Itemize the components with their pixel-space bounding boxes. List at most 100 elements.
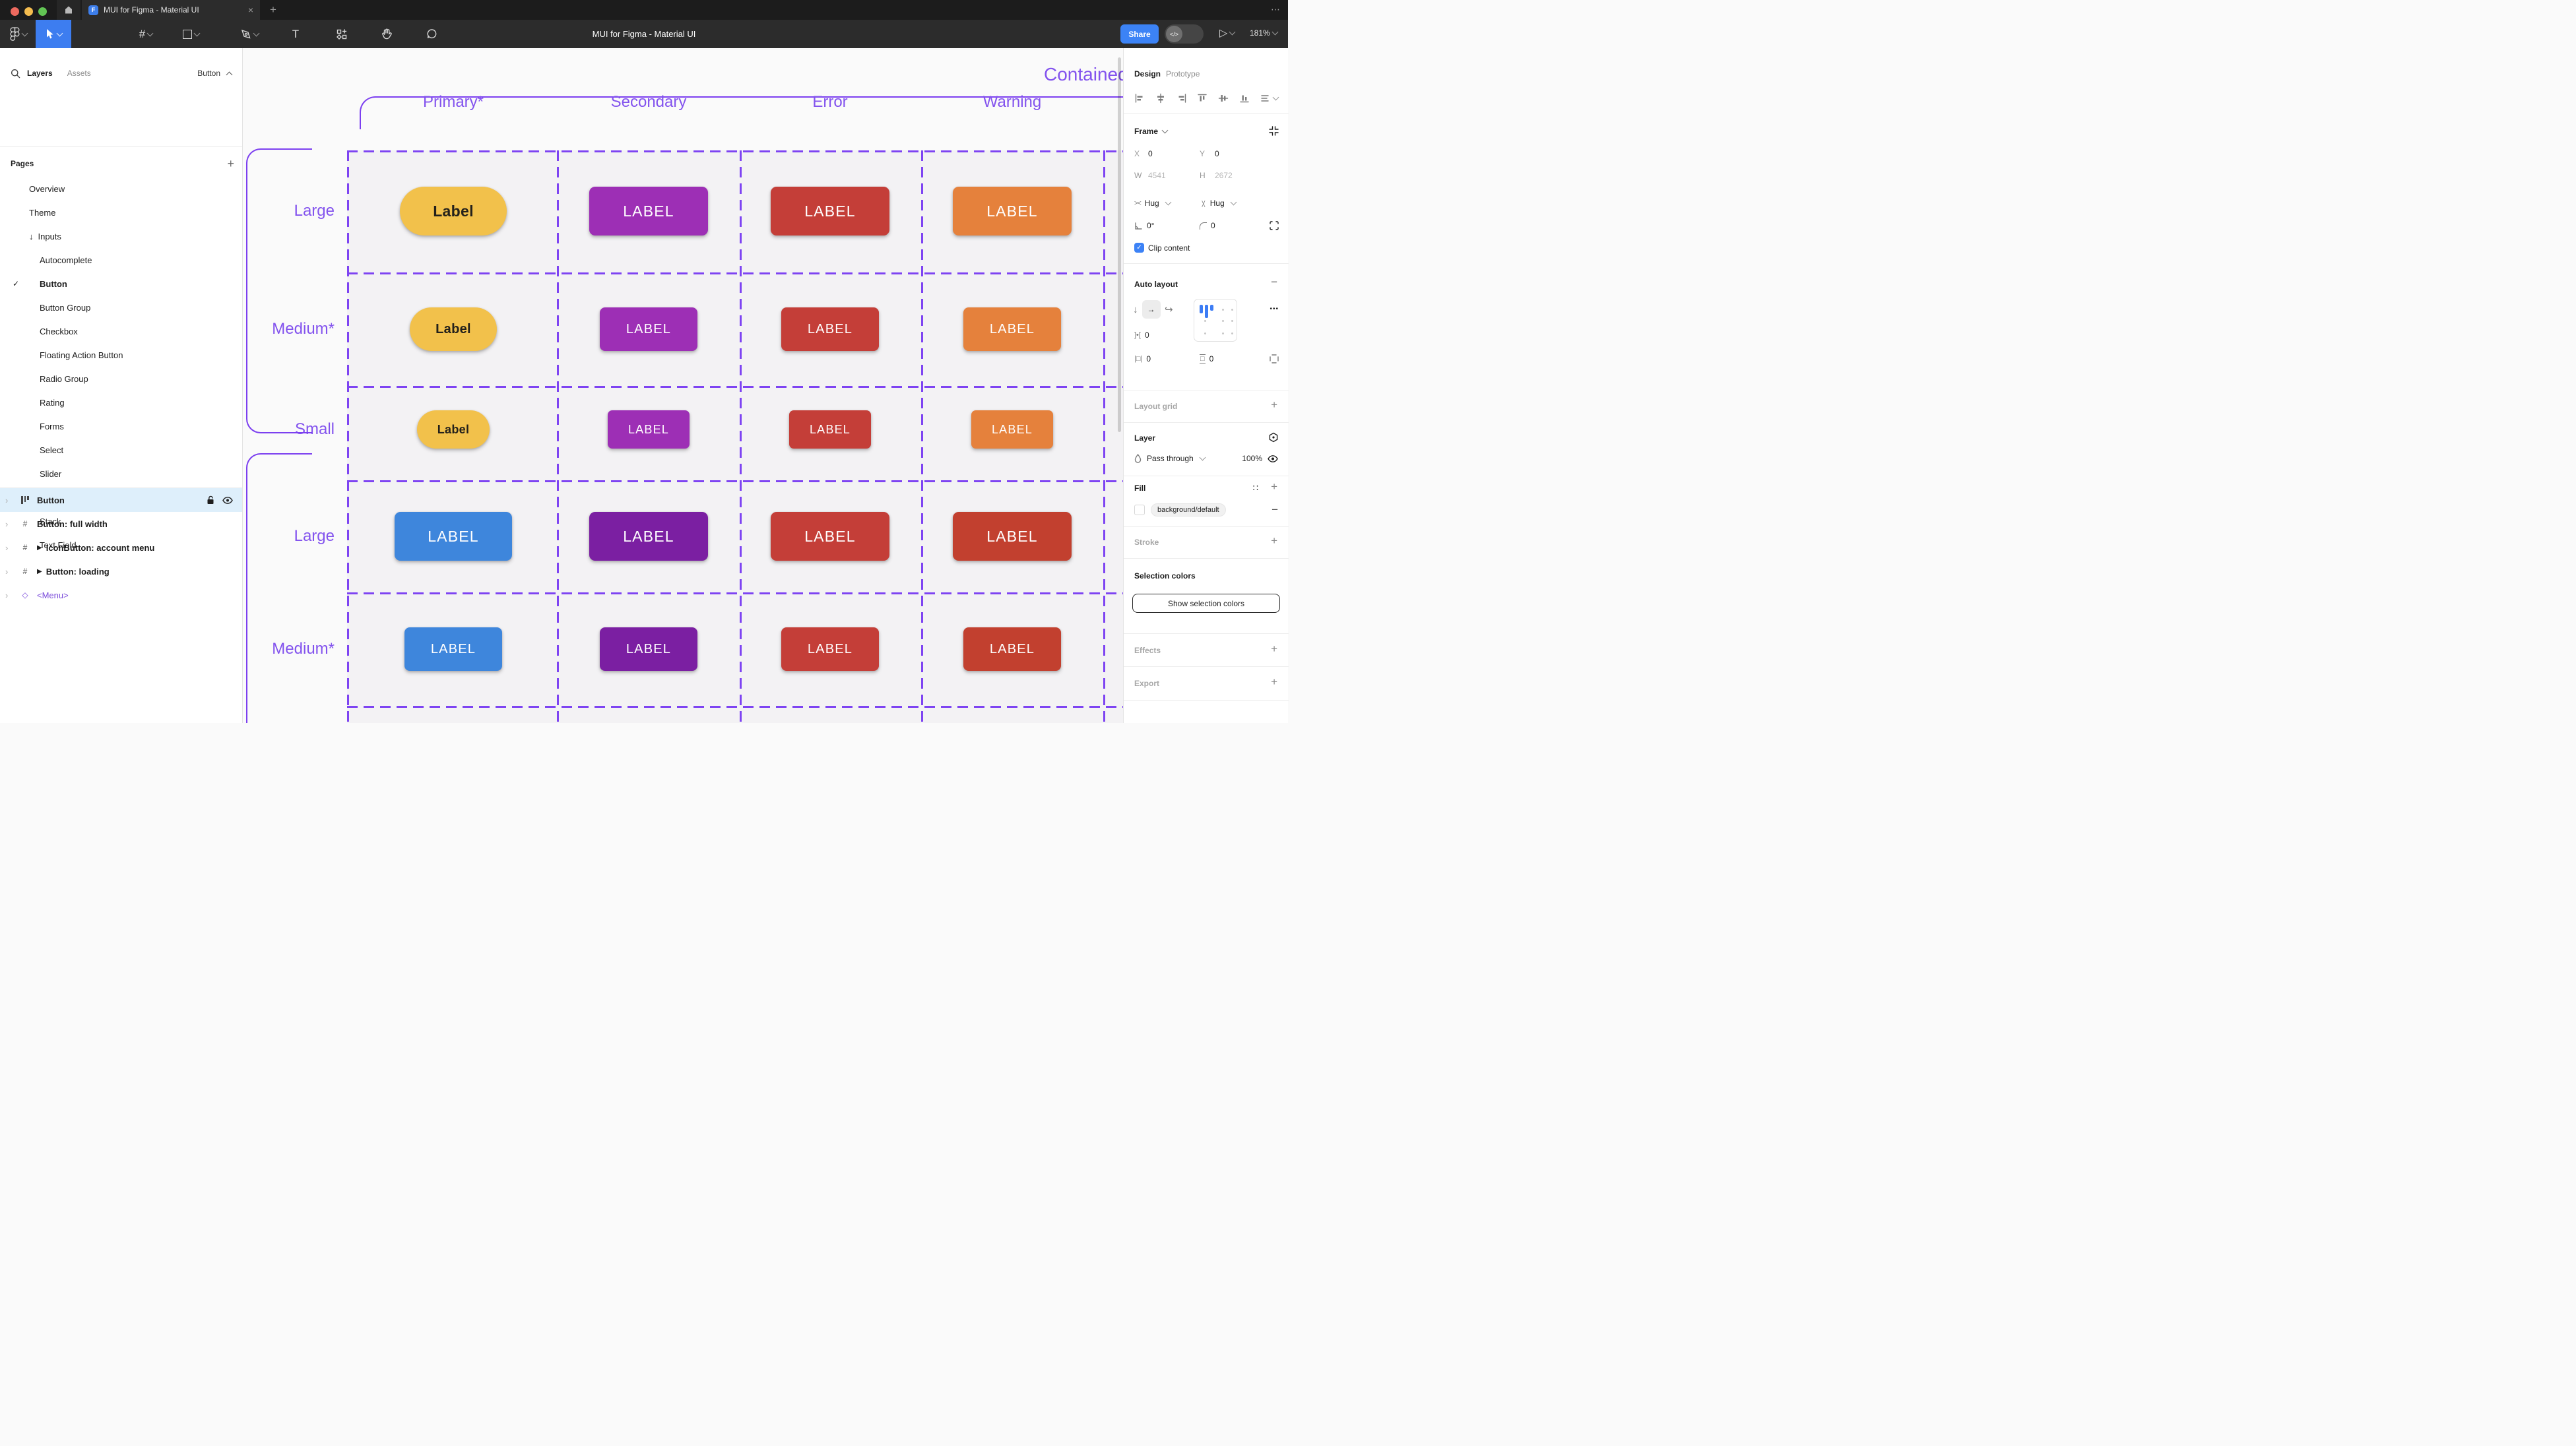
button-sample-small-primary[interactable]: Label <box>417 410 490 449</box>
checkbox-checked-icon[interactable]: ✓ <box>1134 243 1144 253</box>
align-right-icon[interactable] <box>1176 93 1187 104</box>
button-sample-medium-primary[interactable]: Label <box>410 307 497 351</box>
button-sample-small-secondary[interactable]: LABEL <box>608 410 690 449</box>
shape-tool-button[interactable] <box>177 20 205 48</box>
button-sample-medium-error[interactable]: LABEL <box>781 307 879 351</box>
tab-prototype[interactable]: Prototype <box>1166 69 1200 79</box>
blend-mode-icon[interactable] <box>1268 432 1279 443</box>
page-collapse-control[interactable]: Button <box>197 69 233 78</box>
button-sample-large-error[interactable]: LABEL <box>771 187 889 236</box>
page-item-rating[interactable]: Rating <box>40 397 65 408</box>
clip-content-control[interactable]: ✓ Clip content <box>1134 243 1190 253</box>
h-value[interactable]: 2672 <box>1215 171 1233 180</box>
button-sample-large-secondary[interactable]: LABEL <box>589 187 708 236</box>
frame-section-header[interactable]: Frame <box>1134 127 1169 136</box>
tab-layers[interactable]: Layers <box>27 69 53 78</box>
vertical-layout-icon[interactable]: ↓ <box>1133 303 1138 315</box>
zoom-window-button[interactable] <box>38 7 47 16</box>
search-icon[interactable] <box>11 69 20 79</box>
visibility-eye-icon[interactable] <box>222 496 233 504</box>
resources-tool-button[interactable] <box>330 20 354 48</box>
close-tab-icon[interactable]: × <box>247 5 253 15</box>
button-sample-large-primary[interactable]: Label <box>400 187 507 236</box>
horizontal-sizing-control[interactable]: >< Hug <box>1134 199 1172 208</box>
vertical-sizing-control[interactable]: >< Hug <box>1199 199 1237 208</box>
collapse-corners-icon[interactable] <box>1269 126 1279 136</box>
page-item-theme[interactable]: Theme <box>29 207 56 218</box>
page-item-radio-group[interactable]: Radio Group <box>40 373 88 384</box>
align-horizontal-center-icon[interactable] <box>1155 93 1166 104</box>
button-sample2-medium-error[interactable]: LABEL <box>781 627 879 671</box>
corner-radius-control[interactable]: 0 <box>1200 221 1215 230</box>
horizontal-layout-icon-selected[interactable]: → <box>1142 300 1161 319</box>
individual-padding-icon[interactable] <box>1270 354 1279 363</box>
fill-styles-icon[interactable]: ∷ <box>1252 483 1259 493</box>
align-bottom-icon[interactable] <box>1239 93 1250 104</box>
page-item-text-field[interactable]: Text Field <box>40 540 77 550</box>
button-sample2-large-primary[interactable]: LABEL <box>395 512 512 561</box>
align-top-icon[interactable] <box>1197 93 1208 104</box>
window-overflow-menu[interactable]: ⋯ <box>1271 4 1280 15</box>
button-sample-medium-warning[interactable]: LABEL <box>963 307 1061 351</box>
tab-assets[interactable]: Assets <box>67 69 91 78</box>
chevron-right-icon[interactable]: › <box>5 519 9 529</box>
layer-row-button-loading[interactable]: › # ▶ Button: loading <box>0 559 242 583</box>
remove-auto-layout-button[interactable]: − <box>1271 276 1277 288</box>
layer-row-button[interactable]: › Button <box>0 488 242 512</box>
button-sample-large-warning[interactable]: LABEL <box>953 187 1072 236</box>
align-vertical-center-icon[interactable] <box>1218 93 1229 104</box>
page-item-forms[interactable]: Forms <box>40 421 64 431</box>
button-sample2-medium-warning[interactable]: LABEL <box>963 627 1061 671</box>
chevron-right-icon[interactable]: › <box>5 495 9 505</box>
button-sample2-large-error[interactable]: LABEL <box>771 512 889 561</box>
page-item-fab[interactable]: Floating Action Button <box>40 350 123 360</box>
page-item-checkbox[interactable]: Checkbox <box>40 326 78 336</box>
present-button[interactable]: ▷ <box>1219 26 1236 40</box>
wrap-layout-icon[interactable]: ↩ <box>1164 304 1173 315</box>
button-sample2-large-warning[interactable]: LABEL <box>953 512 1072 561</box>
file-tab[interactable]: F MUI for Figma - Material UI × <box>82 0 260 20</box>
chevron-right-icon[interactable]: › <box>5 566 9 577</box>
add-effect-button[interactable]: + <box>1271 643 1277 655</box>
add-layout-grid-button[interactable]: + <box>1271 398 1277 411</box>
unlock-icon[interactable] <box>207 495 214 505</box>
canvas[interactable]: Contained Primary* Secondary Error Warni… <box>243 48 1123 723</box>
align-left-icon[interactable] <box>1134 93 1145 104</box>
chevron-right-icon[interactable]: › <box>5 542 9 553</box>
layer-row-iconbutton-account-menu[interactable]: › # ▶ IconButton: account menu <box>0 536 242 559</box>
x-value[interactable]: 0 <box>1148 149 1153 158</box>
vertical-padding-control[interactable]: □ 0 <box>1200 354 1214 363</box>
frame-tool-button[interactable]: # <box>132 20 160 48</box>
page-item-button-group[interactable]: Button Group <box>40 302 91 313</box>
page-item-select[interactable]: Select <box>40 445 64 455</box>
layer-row-button-full-width[interactable]: › # Button: full width <box>0 512 242 536</box>
chevron-right-icon[interactable]: › <box>5 590 9 600</box>
visibility-eye-icon[interactable] <box>1268 455 1278 462</box>
independent-corners-icon[interactable] <box>1270 221 1279 230</box>
page-item-stack[interactable]: Stack <box>40 516 61 526</box>
opacity-value[interactable]: 100% <box>1242 454 1262 463</box>
gap-control[interactable]: ]•[ 0 <box>1134 330 1149 340</box>
add-export-button[interactable]: + <box>1271 676 1277 688</box>
remove-fill-button[interactable]: − <box>1272 503 1278 516</box>
main-menu-button[interactable] <box>5 20 32 48</box>
fill-variable-chip[interactable]: background/default <box>1151 503 1226 517</box>
page-item-overview[interactable]: Overview <box>29 183 65 194</box>
new-tab-button[interactable]: + <box>270 3 276 16</box>
button-sample-medium-secondary[interactable]: LABEL <box>600 307 697 351</box>
tab-design[interactable]: Design <box>1134 69 1161 79</box>
canvas-scrollbar[interactable] <box>1118 57 1121 432</box>
add-stroke-button[interactable]: + <box>1271 534 1277 547</box>
close-window-button[interactable] <box>11 7 19 16</box>
button-sample2-large-secondary[interactable]: LABEL <box>589 512 708 561</box>
zoom-menu[interactable]: 181% <box>1250 28 1279 38</box>
page-item-inputs[interactable]: ↓ Inputs <box>29 231 61 241</box>
comment-tool-button[interactable] <box>420 20 443 48</box>
rotation-control[interactable]: 0° <box>1134 221 1154 230</box>
page-item-autocomplete[interactable]: Autocomplete <box>40 255 92 265</box>
layer-row-menu-instance[interactable]: › ◇ <Menu> <box>0 583 242 607</box>
dev-mode-toggle[interactable]: </> <box>1165 24 1204 44</box>
move-tool-button[interactable] <box>36 20 71 48</box>
page-item-button[interactable]: ✓ Button <box>13 278 67 289</box>
fill-row[interactable]: background/default − <box>1134 503 1278 517</box>
